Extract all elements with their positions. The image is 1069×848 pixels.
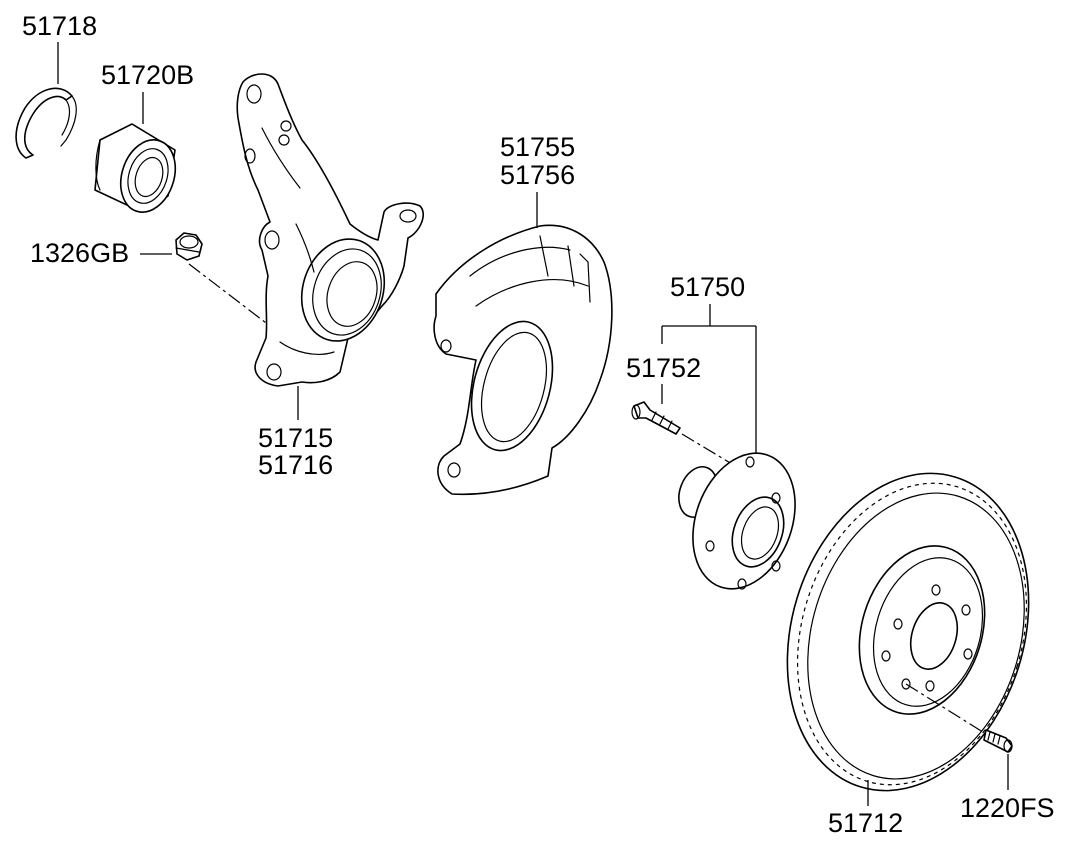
- label-51716: 51716: [258, 450, 333, 480]
- brake-disc-51712: [786, 472, 1030, 792]
- hub-bolt-51752: [631, 401, 681, 435]
- wheel-bearing-51720b: [94, 123, 177, 213]
- label-51715: 51715: [258, 423, 333, 453]
- label-51756: 51756: [500, 160, 575, 190]
- label-51755: 51755: [500, 132, 575, 162]
- label-51720b: 51720B: [101, 60, 194, 90]
- steering-knuckle-51715: [236, 73, 424, 387]
- label-51712: 51712: [828, 808, 903, 838]
- label-1220fs: 1220FS: [960, 793, 1055, 823]
- nut-1326gb: [175, 232, 203, 261]
- label-51750: 51750: [670, 272, 745, 302]
- dust-shield-51755: [433, 224, 613, 496]
- label-51718: 51718: [22, 11, 97, 41]
- snap-ring-51718: [15, 87, 77, 159]
- wheel-hub-51750: [678, 452, 796, 590]
- label-51752: 51752: [626, 353, 701, 383]
- label-1326gb: 1326GB: [30, 238, 129, 268]
- disc-screw-1220fs: [983, 729, 1013, 753]
